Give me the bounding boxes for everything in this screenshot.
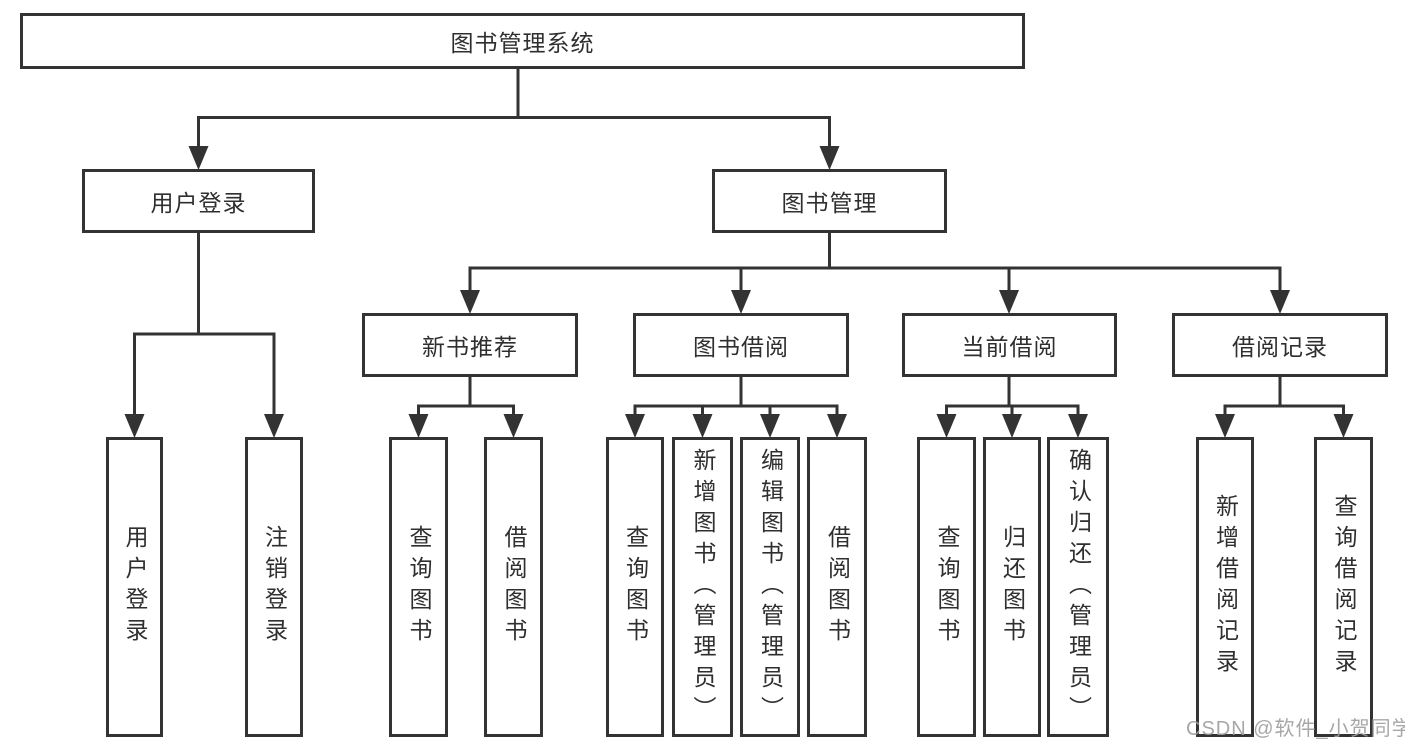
leaf-borrow-books-recommend: 借阅图书	[484, 437, 543, 737]
leaf-add-borrow-record: 新增借阅记录	[1196, 437, 1254, 737]
node-borrowing-records: 借阅记录	[1172, 313, 1388, 377]
leaf-add-book-admin: 新增图书（管理员）	[672, 437, 733, 737]
connector-line-path	[133, 69, 1345, 415]
leaf-edit-book-admin: 编辑图书（管理员）	[740, 437, 800, 737]
leaf-query-books-current: 查询图书	[917, 437, 976, 737]
leaf-confirm-return-admin: 确认归还（管理员）	[1047, 437, 1109, 737]
node-new-book-recommend: 新书推荐	[362, 313, 578, 377]
leaf-user-login: 用户登录	[106, 437, 163, 737]
watermark: CSDN @软件_小贺同学	[1186, 718, 1405, 740]
leaf-return-books: 归还图书	[983, 437, 1041, 737]
leaf-query-books-borrow: 查询图书	[606, 437, 664, 737]
leaf-borrow-books-borrow: 借阅图书	[807, 437, 867, 737]
node-root: 图书管理系统	[20, 13, 1025, 69]
node-book-borrowing: 图书借阅	[633, 313, 849, 377]
leaf-logout: 注销登录	[245, 437, 303, 737]
leaf-query-books-recommend: 查询图书	[389, 437, 448, 737]
arrowhead-markers	[124, 146, 1354, 438]
node-book-management: 图书管理	[712, 169, 947, 233]
leaf-query-borrow-record: 查询借阅记录	[1314, 437, 1373, 737]
node-user-login: 用户登录	[82, 169, 315, 233]
node-current-borrowing: 当前借阅	[902, 313, 1117, 377]
